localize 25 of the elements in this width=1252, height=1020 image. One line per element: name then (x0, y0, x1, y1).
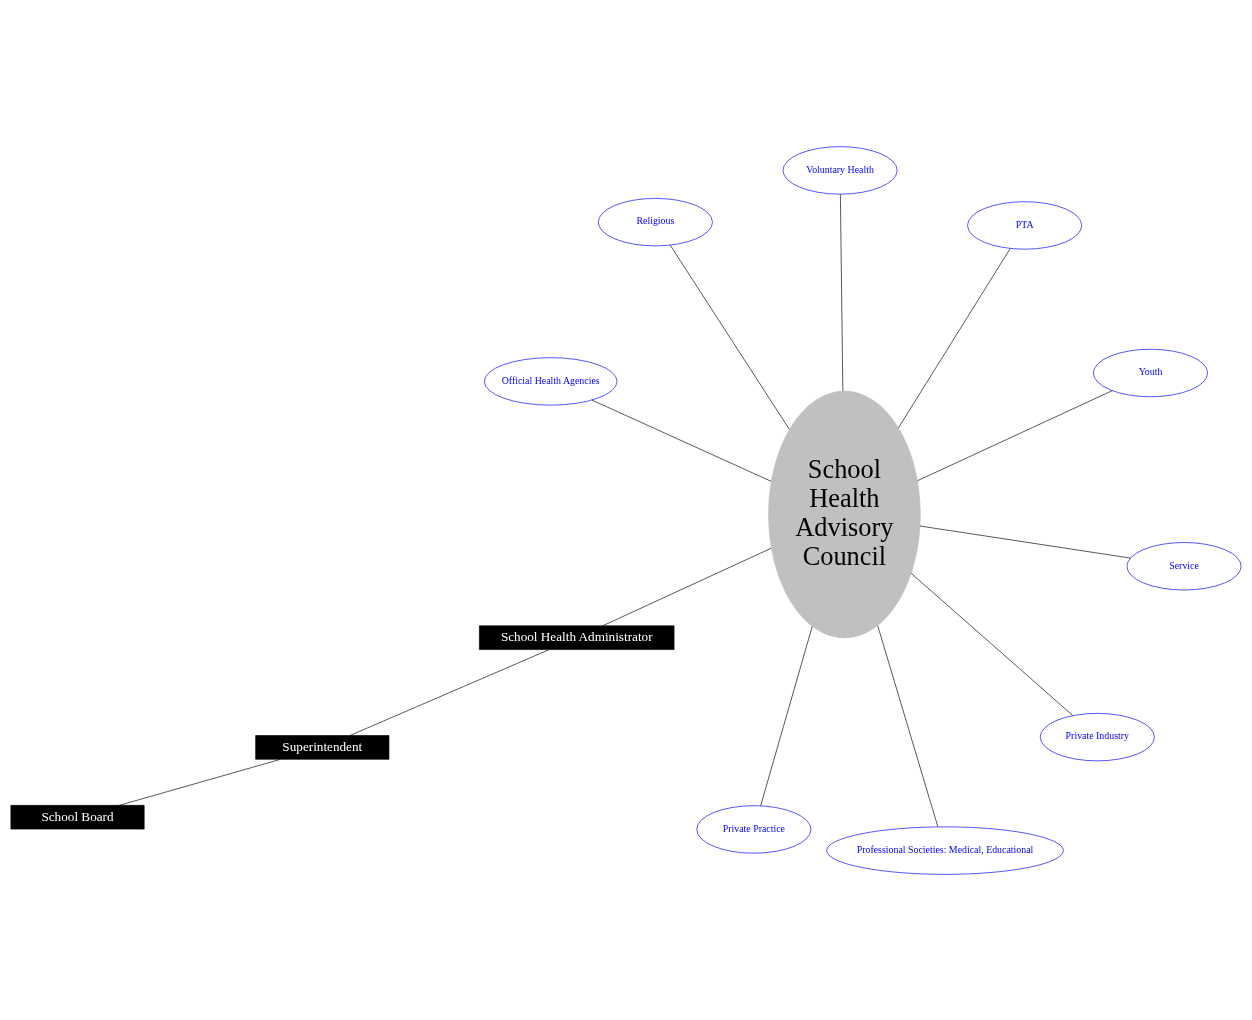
node-ellipse: Professional Societies: Medical, Educational (826, 826, 1064, 875)
node-box: Superintendent (255, 734, 390, 760)
node-box: School Board (10, 804, 145, 829)
node-box: School Health Administrator (479, 625, 675, 650)
connector (898, 247, 1011, 428)
connector (760, 625, 813, 806)
node-ellipse: Voluntary Health (782, 145, 898, 194)
connector (349, 648, 550, 736)
connector (119, 758, 281, 806)
node-ellipse: School Health Advisory Council (768, 390, 921, 638)
connector (919, 525, 1131, 558)
node-ellipse: Private Practice (696, 804, 812, 854)
node-ellipse: Service (1126, 541, 1242, 590)
connector (917, 389, 1113, 481)
node-ellipse: Official Health Agencies (484, 356, 618, 405)
node-ellipse: Religious (597, 197, 713, 246)
node-ellipse: Youth (1093, 348, 1208, 397)
connector (877, 624, 939, 827)
connector (840, 193, 844, 391)
connector (602, 547, 772, 626)
connector (669, 244, 790, 430)
connector (910, 572, 1073, 716)
node-ellipse: PTA (967, 200, 1083, 249)
node-ellipse: Private Industry (1039, 712, 1155, 761)
connector (591, 399, 772, 482)
